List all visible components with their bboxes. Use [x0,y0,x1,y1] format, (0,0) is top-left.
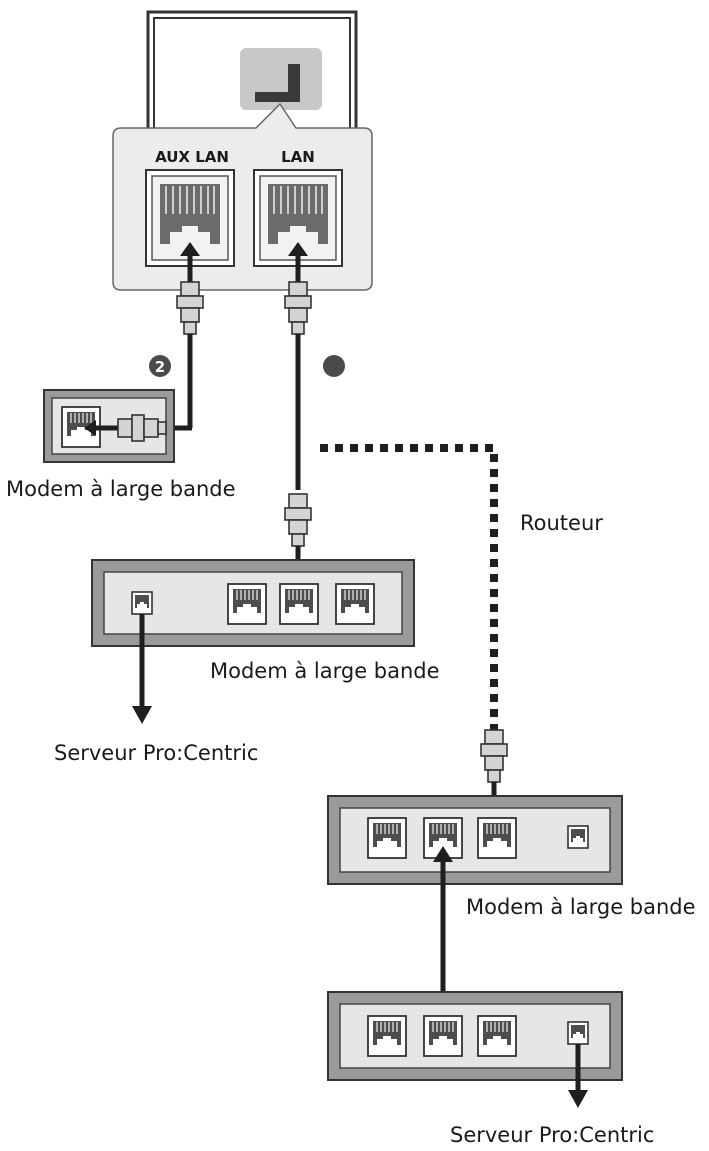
center-modem-phone-jack [131,591,153,615]
lan-cable [284,242,312,490]
center-server-arrow [132,614,152,724]
center-modem [91,559,415,647]
right-top-modem-phone-jack [567,825,589,849]
right-bottom-modem-port-1 [367,1015,407,1057]
center-modem-port-2 [279,583,319,625]
center-modem-port-3 [335,583,375,625]
left-modem-label: Modem à large bande [6,477,236,501]
step-badge-1 [323,355,345,377]
right-bottom-modem-port-2 [423,1015,463,1057]
right-bottom-modem-port-3 [477,1015,517,1057]
router-label: Routeur [520,511,603,535]
right-top-modem-port-3 [477,817,517,859]
router-dotted-line [320,444,498,730]
left-modem-plug [117,414,167,442]
right-top-modem-port-1 [367,817,407,859]
center-modem-port-1 [227,583,267,625]
center-server-label: Serveur Pro:Centric [54,741,258,765]
center-modem-label: Modem à large bande [210,659,440,683]
left-wall-modem [43,389,175,463]
lan-port-label: LAN [281,148,315,166]
bottom-server-arrow [568,1044,588,1108]
right-top-modem-label: Modem à large bande [466,895,696,919]
tv-rear-panel [146,10,358,128]
aux-lan-port-label: AUX LAN [155,148,229,166]
right-bottom-modem-phone-jack [567,1021,589,1045]
bottom-server-label: Serveur Pro:Centric [450,1123,654,1147]
port-area-icon [255,64,300,102]
right-top-modem [327,795,623,885]
step-badge-2 [149,355,171,377]
step-badge-2-number: 2 [155,358,165,376]
right-bottom-modem [327,991,623,1081]
aux-lan-cable [162,242,204,431]
